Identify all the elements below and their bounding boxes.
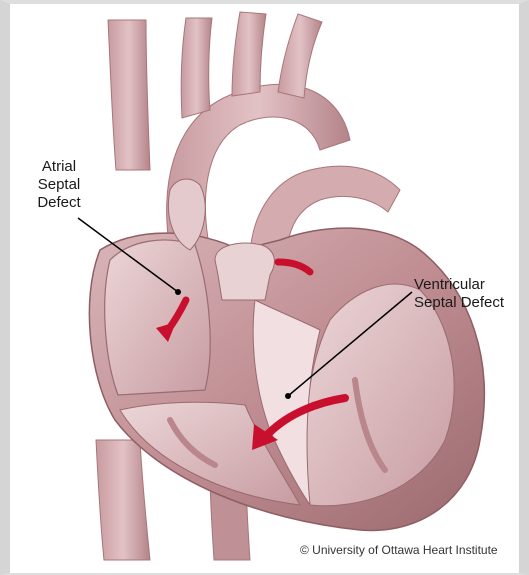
- ventricular-leader-dot: [285, 393, 291, 399]
- aortic-root: [215, 243, 274, 300]
- inferior-vena-cava: [96, 440, 150, 560]
- aortic-branch-3: [278, 14, 322, 98]
- atrial-septal-defect-label: Atrial Septal Defect: [28, 158, 90, 212]
- right-atrium-chamber: [105, 240, 210, 395]
- aortic-branch-2: [232, 12, 266, 96]
- aortic-branch-1: [181, 18, 212, 118]
- superior-vena-cava: [108, 20, 150, 170]
- atrial-leader-dot: [175, 289, 181, 295]
- ventricular-septal-defect-label: Ventricular Septal Defect: [414, 276, 524, 312]
- copyright-credit: © University of Ottawa Heart Institute: [300, 543, 498, 557]
